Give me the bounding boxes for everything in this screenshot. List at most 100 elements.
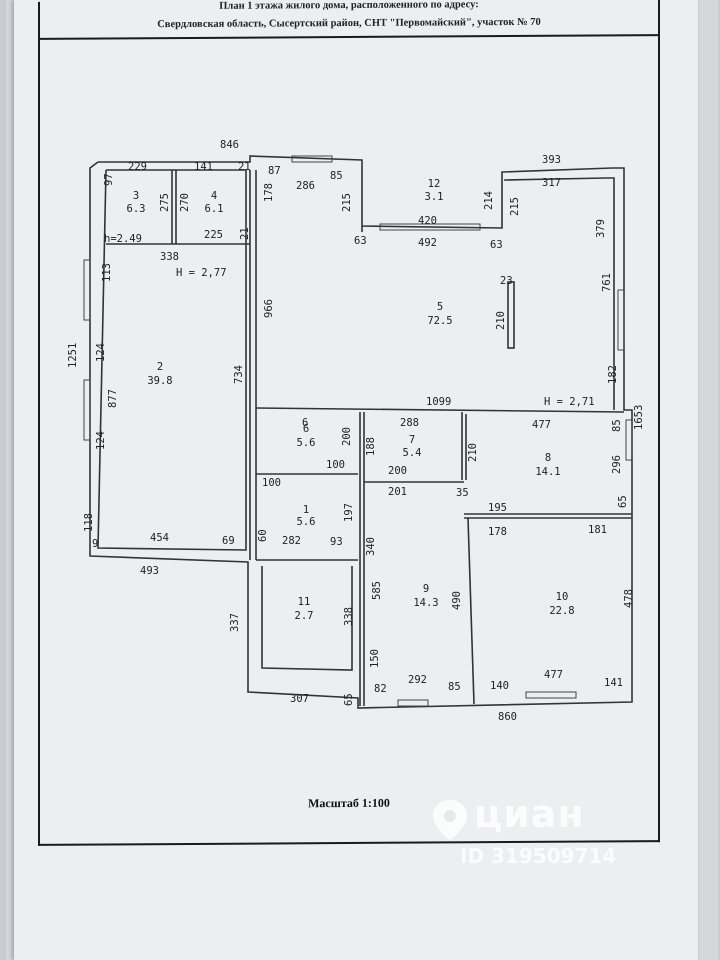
height-label: h=2.49	[104, 233, 142, 245]
dim-label: 195	[488, 502, 507, 514]
room-9-number: 9	[423, 583, 429, 595]
dim-label: 478	[623, 589, 635, 608]
dim-label: 113	[101, 263, 113, 282]
dim-label: 210	[495, 311, 507, 330]
dim-label: 292	[408, 674, 427, 686]
room-2-number: 2	[157, 361, 163, 373]
dim-label: 288	[400, 417, 419, 429]
dim-label: 846	[220, 139, 239, 151]
room-12-area: 3.1	[425, 191, 444, 203]
dim-label: 85	[330, 170, 343, 182]
dim-label: 181	[588, 524, 607, 536]
dim-label: 200	[388, 465, 407, 477]
dim-label: 490	[451, 591, 463, 610]
wall	[261, 566, 353, 671]
dim-label: 200	[341, 427, 353, 446]
dim-label: 275	[159, 193, 171, 212]
room-4-number: 4	[211, 190, 217, 202]
dim-label: 87	[268, 165, 281, 177]
room-8-number: 8	[545, 452, 551, 464]
dim-label: 1251	[67, 343, 79, 368]
watermark-brand: циан	[474, 792, 585, 836]
dim-label: 338	[160, 251, 179, 263]
dim-label: 210	[467, 443, 479, 462]
dim-label: 477	[544, 669, 563, 681]
dim-label: 454	[150, 532, 169, 544]
dim-label: 150	[369, 649, 381, 668]
room-7-area: 5.4	[403, 447, 422, 459]
dim-label: 493	[140, 565, 159, 577]
window	[379, 223, 481, 231]
dim-label: 307	[290, 693, 309, 705]
dim-label: 21	[238, 161, 251, 173]
room-10-area: 22.8	[549, 605, 574, 617]
dim-label: 270	[179, 193, 191, 212]
room-3-number: 3	[133, 190, 139, 202]
dim-label: 229	[128, 161, 147, 173]
dim-label: 85	[448, 681, 461, 693]
room-5-number: 5	[437, 301, 443, 313]
room-7-number: 7	[409, 434, 415, 446]
dim-label: 393	[542, 154, 561, 166]
room-12-number: 12	[428, 178, 441, 190]
dim-label: 23	[500, 275, 513, 287]
dim-label: 182	[607, 365, 619, 384]
wall	[255, 407, 625, 413]
window	[617, 289, 625, 351]
dim-label: 188	[365, 437, 377, 456]
room-2-area: 39.8	[147, 375, 172, 387]
outer-wall	[89, 155, 633, 709]
dim-label: 63	[490, 239, 503, 251]
dim-label: 9	[92, 538, 98, 550]
window	[83, 259, 91, 321]
window	[291, 155, 333, 163]
room-9-area: 14.3	[413, 597, 438, 609]
dim-label: 1653	[633, 405, 645, 430]
window	[625, 419, 633, 461]
dim-label: 124	[95, 431, 107, 450]
dim-label: 82	[374, 683, 387, 695]
room-3-area: 6.3	[127, 203, 146, 215]
watermark-id: ID 319509714	[460, 844, 617, 868]
dim-label: 340	[365, 537, 377, 556]
dim-label: 35	[456, 487, 469, 499]
window	[397, 699, 429, 707]
dim-label: 178	[263, 183, 275, 202]
dim-label: 65	[617, 495, 629, 508]
dim-label: 215	[341, 193, 353, 212]
room-4-area: 6.1	[205, 203, 224, 215]
dim-label: 93	[330, 536, 343, 548]
dim-label: 317	[542, 177, 561, 189]
dim-label: 966	[263, 299, 275, 318]
dim-label: 296	[611, 455, 623, 474]
dim-label: 178	[488, 526, 507, 538]
room-6-area: 5.6	[297, 437, 316, 449]
room-5-area: 72.5	[427, 315, 452, 327]
dim-label: 65	[343, 693, 355, 706]
window	[83, 379, 91, 441]
dim-label: 118	[83, 513, 95, 532]
dim-label: 60	[257, 529, 269, 542]
room-10-number: 10	[556, 591, 569, 603]
dim-label: 69	[222, 535, 235, 547]
dim-label: 124	[95, 343, 107, 362]
dim-label: 85	[611, 419, 623, 432]
dim-label: 420	[418, 215, 437, 227]
room-11-area: 2.7	[295, 610, 314, 622]
dim-label: 1099	[426, 396, 451, 408]
room-8-area: 14.1	[535, 466, 560, 478]
room-1-area: 5.6	[297, 516, 316, 528]
dim-label: 201	[388, 486, 407, 498]
dim-label: 97	[103, 173, 115, 186]
window	[525, 691, 577, 699]
column	[507, 281, 515, 349]
dim-label: 214	[483, 191, 495, 210]
dim-label: 225	[204, 229, 223, 241]
room-11-number: 11	[298, 596, 311, 608]
dim-label: 141	[194, 161, 213, 173]
dim-label: 492	[418, 237, 437, 249]
dim-label: 100	[326, 459, 345, 471]
dim-label: 477	[532, 419, 551, 431]
dim-label: 877	[107, 389, 119, 408]
